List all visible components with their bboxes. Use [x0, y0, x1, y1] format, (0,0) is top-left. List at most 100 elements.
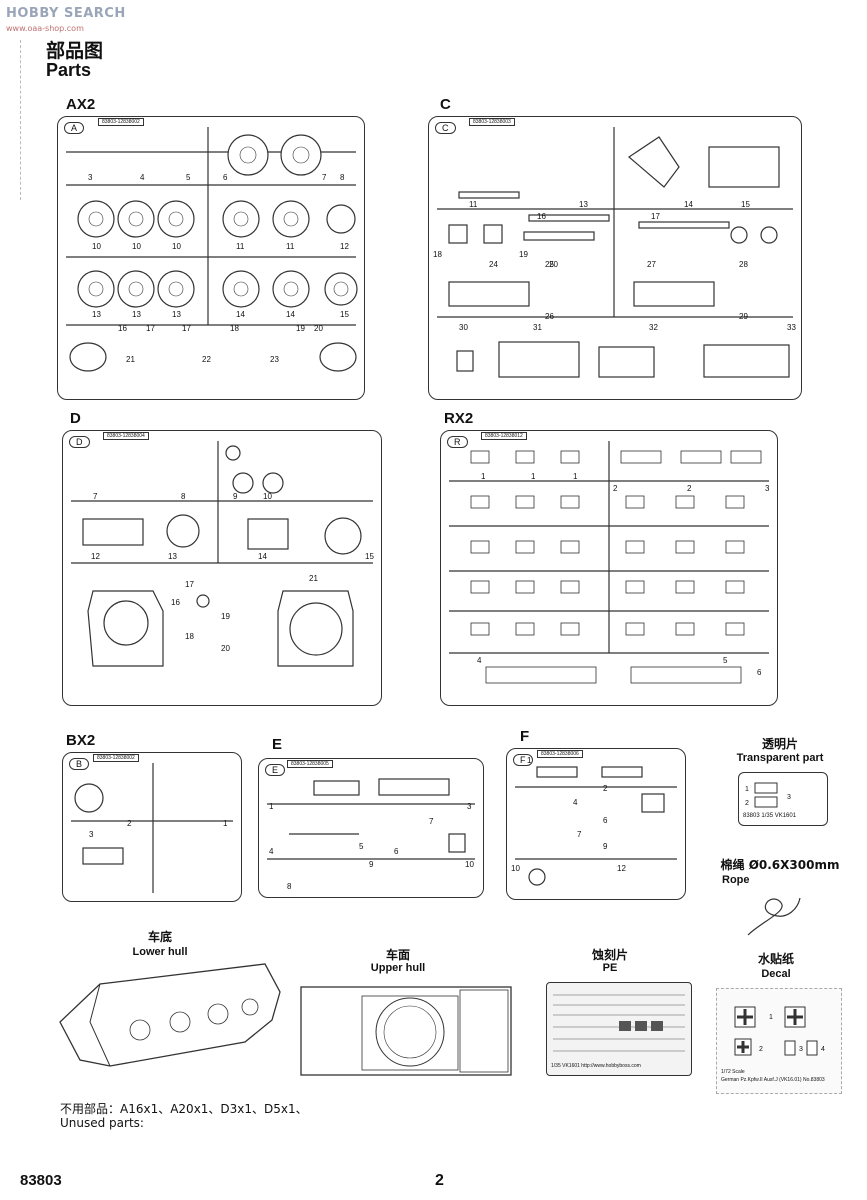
svg-text:16: 16	[537, 212, 546, 221]
svg-text:8: 8	[181, 492, 186, 501]
sprue-label-f: F	[520, 728, 530, 745]
svg-text:10: 10	[92, 242, 101, 251]
sprue-r-tag: R	[447, 436, 468, 448]
svg-text:14: 14	[286, 310, 295, 319]
svg-text:15: 15	[741, 200, 750, 209]
svg-text:3: 3	[787, 794, 791, 801]
svg-text:10: 10	[465, 860, 474, 869]
svg-text:13: 13	[172, 310, 181, 319]
svg-text:19: 19	[221, 612, 230, 621]
transparent-part-label-cn: 透明片	[761, 737, 798, 751]
sprue-e-code: 83803-12838005	[287, 760, 333, 768]
lower-hull-label-en: Lower hull	[132, 946, 188, 958]
svg-text:13: 13	[168, 552, 177, 561]
svg-text:5: 5	[186, 173, 191, 182]
svg-text:1: 1	[573, 472, 578, 481]
sprue-f-code: 83803-12838006	[537, 750, 583, 758]
svg-text:6: 6	[223, 173, 228, 182]
footer-product-code: 83803	[20, 1172, 62, 1189]
svg-text:4: 4	[573, 798, 578, 807]
svg-text:17: 17	[651, 212, 660, 221]
svg-text:2: 2	[127, 819, 132, 828]
svg-text:2: 2	[687, 484, 692, 493]
svg-text:15: 15	[340, 310, 349, 319]
sprue-d-code: 83803-12838004	[103, 432, 149, 440]
unused-parts-list: 不用部品：A16x1、A20x1、D3x1、D5x1、	[60, 1102, 308, 1116]
pe-drawing	[553, 994, 685, 1052]
svg-text:18: 18	[185, 632, 194, 641]
page-title-en: Parts	[46, 60, 92, 80]
svg-text:1: 1	[269, 802, 274, 811]
sprue-label-rx2: RX2	[444, 410, 474, 427]
svg-text:4: 4	[140, 173, 145, 182]
svg-text:20: 20	[314, 324, 323, 333]
svg-text:12: 12	[91, 552, 100, 561]
sprue-a-code: 83803-12838002	[98, 118, 144, 126]
svg-text:3: 3	[88, 173, 93, 182]
svg-text:2: 2	[613, 484, 618, 493]
svg-text:3: 3	[89, 830, 94, 839]
svg-text:17: 17	[146, 324, 155, 333]
svg-text:22: 22	[202, 355, 211, 364]
svg-text:32: 32	[649, 323, 658, 332]
rope-drawing	[747, 897, 801, 936]
svg-text:8: 8	[340, 173, 345, 182]
svg-text:25: 25	[545, 260, 554, 269]
svg-text:13: 13	[579, 200, 588, 209]
svg-text:18: 18	[230, 324, 239, 333]
sprue-b-code: 83803-12838002	[93, 754, 139, 762]
sprue-c-tag: C	[435, 122, 456, 134]
svg-text:14: 14	[258, 552, 267, 561]
svg-text:20: 20	[221, 644, 230, 653]
svg-text:29: 29	[739, 312, 748, 321]
svg-text:13: 13	[92, 310, 101, 319]
svg-text:13: 13	[132, 310, 141, 319]
svg-text:11: 11	[286, 242, 295, 251]
svg-text:27: 27	[647, 260, 656, 269]
pe-label-cn: 蚀刻片	[591, 948, 628, 962]
svg-text:7: 7	[322, 173, 327, 182]
svg-text:3: 3	[799, 1046, 803, 1053]
sprue-d-tag: D	[69, 436, 90, 448]
sprue-r-code: 83803-12838012	[481, 432, 527, 440]
svg-text:31: 31	[533, 323, 542, 332]
svg-text:17: 17	[185, 580, 194, 589]
svg-text:6: 6	[394, 847, 399, 856]
sprue-label-bx2: BX2	[66, 732, 96, 749]
page-title-cn: 部品图	[46, 40, 104, 62]
pe-code: 1/35 VK1601 http://www.hobbyboss.com	[551, 1063, 641, 1069]
svg-text:24: 24	[489, 260, 498, 269]
svg-text:1: 1	[531, 472, 536, 481]
svg-text:6: 6	[757, 668, 762, 677]
svg-text:10: 10	[263, 492, 272, 501]
decal-name: German Pz.Kpfw.II Ausf.J (VK16.01) No.83…	[721, 1077, 825, 1083]
svg-text:7: 7	[93, 492, 98, 501]
svg-text:1: 1	[745, 786, 749, 793]
svg-text:2: 2	[759, 1046, 763, 1053]
svg-text:33: 33	[787, 323, 796, 332]
sprue-b-tag: B	[69, 758, 90, 770]
svg-text:9: 9	[233, 492, 238, 501]
svg-text:15: 15	[365, 552, 374, 561]
sprue-a-tag: A	[64, 122, 85, 134]
rope-label-en: Rope	[722, 874, 750, 886]
svg-text:2: 2	[745, 800, 749, 807]
sprue-e-tag: E	[265, 764, 286, 776]
watermark-site: HOBBY SEARCH	[6, 6, 126, 21]
svg-text:14: 14	[236, 310, 245, 319]
unused-parts-label-en: Unused parts:	[60, 1116, 144, 1130]
svg-text:3: 3	[765, 484, 770, 493]
footer-page-number: 2	[435, 1172, 444, 1189]
